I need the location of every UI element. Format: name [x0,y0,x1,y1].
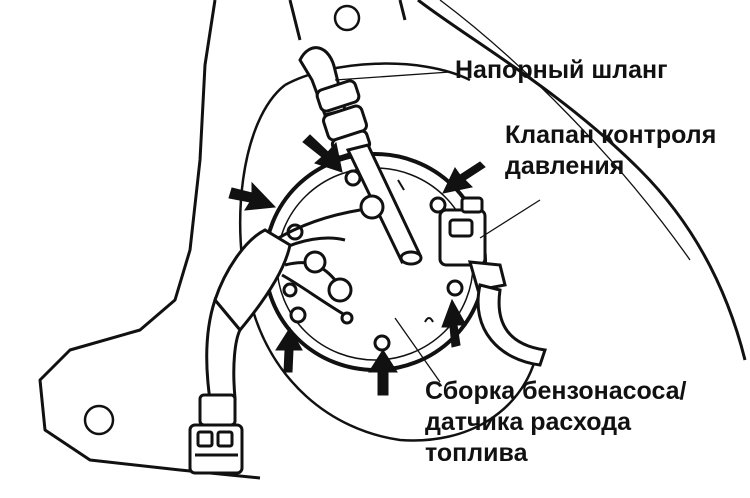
label-pump-assembly-line1: Сборка бензонасоса/ [425,377,687,405]
leader-pressure-hose [334,71,451,81]
arrow-left-lower [275,327,303,373]
floor-panel-outline [38,0,747,480]
label-pressure-hose-text: Напорный шланг [455,56,668,84]
label-pump-assembly-line2: датчика расхода [425,408,632,436]
leader-lines [334,71,541,383]
label-pressure-valve-line2: давления [505,152,625,180]
leader-pressure-valve [479,199,541,239]
leader-pump-assembly [394,317,441,383]
label-pressure-valve-line1: Клапан контроля [505,121,717,149]
arrow-right [442,161,486,194]
arrow-top [302,134,343,173]
arrow-left [228,181,277,211]
label-pressure-hose: Напорный шланг [455,55,668,86]
panel-holes [83,4,361,436]
label-pump-assembly: Сборка бензонасоса/ датчика расхода топл… [425,376,687,469]
label-pressure-valve: Клапан контроля давления [505,120,716,182]
arrow-bottom [368,349,398,396]
screw-arrows [228,134,486,396]
arrow-right-lower [441,298,467,348]
pressure-control-valve [438,196,547,367]
harness-connector [188,228,292,475]
flange-screws [286,169,464,352]
label-pump-assembly-line3: топлива [425,439,528,467]
